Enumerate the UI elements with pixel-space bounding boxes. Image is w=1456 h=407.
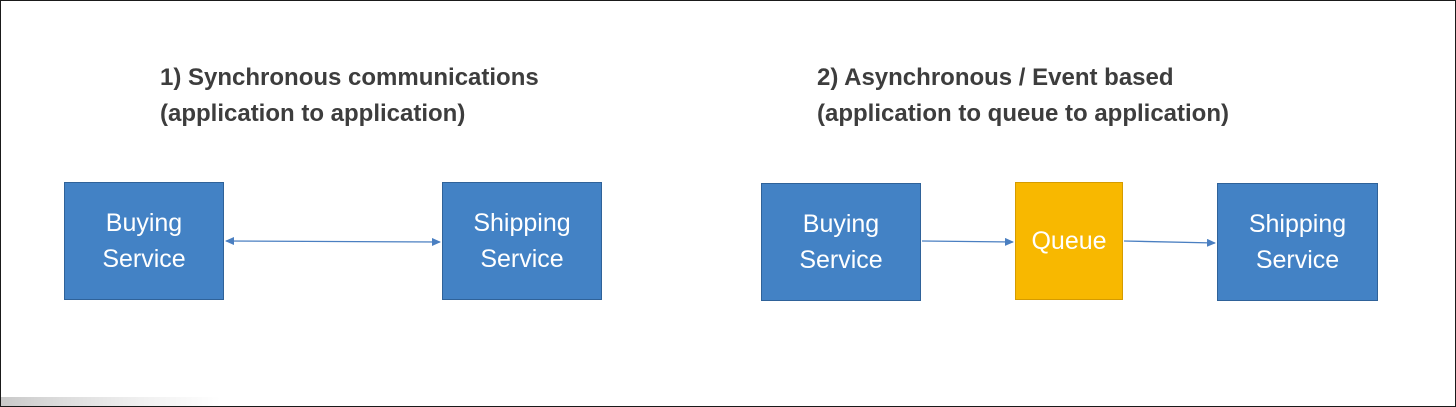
- async-shipping-label-line2: Service: [1255, 246, 1340, 274]
- sync-shipping-label-line2: Service: [480, 245, 564, 273]
- async-buying-label-line1: Buying: [802, 210, 880, 238]
- async-heading-line2: (application to queue to application): [817, 100, 1229, 127]
- sync-bidirectional-arrow: [225, 237, 441, 246]
- async-shipping-label-line1: Shipping: [1248, 210, 1347, 238]
- sync-shipping-service-box: Shipping Service: [442, 182, 602, 300]
- sync-shipping-label-line1: Shipping: [473, 209, 571, 237]
- slide-shadow: [1, 397, 1455, 406]
- sync-buying-label-line1: Buying: [105, 209, 183, 237]
- async-shipping-service-box: Shipping Service: [1217, 183, 1378, 301]
- sync-heading: 1) Synchronous communications (applicati…: [160, 60, 539, 132]
- queue-box: Queue: [1015, 182, 1123, 300]
- async-buying-label-line2: Service: [799, 246, 883, 274]
- sync-heading-line2: (application to application): [160, 100, 466, 127]
- async-buying-service-box: Buying Service: [761, 183, 921, 301]
- queue-to-shipping-arrow: [1123, 238, 1216, 247]
- sync-buying-label-line2: Service: [102, 245, 186, 273]
- queue-label: Queue: [1031, 227, 1107, 255]
- async-heading: 2) Asynchronous / Event based (applicati…: [817, 60, 1229, 132]
- async-heading-line1: 2) Asynchronous / Event based: [817, 64, 1174, 91]
- buying-to-queue-arrow: [921, 237, 1014, 246]
- sync-heading-line1: 1) Synchronous communications: [160, 64, 539, 91]
- sync-buying-service-box: Buying Service: [64, 182, 224, 300]
